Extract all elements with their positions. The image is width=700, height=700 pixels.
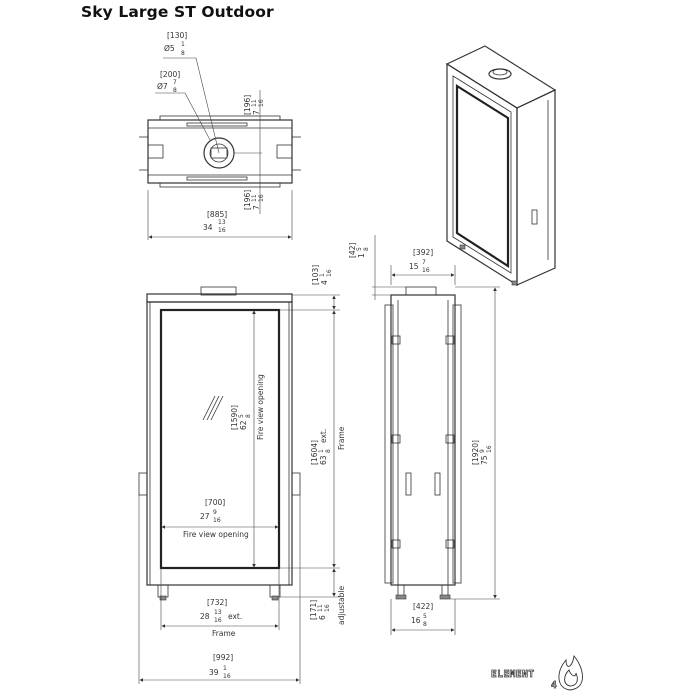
page-title: Sky Large ST Outdoor — [81, 3, 274, 21]
svg-text:[130]: [130] — [167, 31, 187, 40]
dim-depth-top: [392] 15 7 16 — [409, 248, 433, 274]
dim-fire-view-width: [700] 27 9 16 Fire view opening — [183, 498, 249, 539]
svg-text:11: 11 — [251, 194, 258, 202]
svg-text:Ø5: Ø5 — [164, 44, 175, 53]
svg-text:9: 9 — [213, 509, 217, 516]
svg-text:16: 16 — [214, 617, 222, 624]
dim-offset-bottom: [196] 7 11 16 — [243, 190, 265, 210]
dim-front-top-offset: [103] 4 1 16 — [311, 265, 333, 285]
svg-text:[1604]: [1604] — [310, 440, 319, 465]
svg-text:ext.: ext. — [319, 429, 328, 443]
dim-side-height: [1920] 75 9 16 — [471, 440, 493, 465]
svg-text:[196]: [196] — [243, 190, 252, 210]
top-view — [139, 57, 301, 240]
dim-frame-height: [1604] 63 1 8 ext. — [310, 429, 332, 465]
svg-text:[392]: [392] — [413, 248, 433, 257]
svg-text:[732]: [732] — [207, 598, 227, 607]
svg-text:5: 5 — [238, 414, 245, 418]
svg-text:7: 7 — [173, 79, 177, 86]
svg-text:11: 11 — [317, 604, 324, 612]
svg-text:16: 16 — [422, 267, 430, 274]
adjustable-label: adjustable — [337, 586, 346, 625]
svg-text:16: 16 — [218, 227, 226, 234]
svg-text:[422]: [422] — [413, 602, 433, 611]
dim-overall-width: [992] 39 1 16 — [209, 653, 233, 680]
brand-name: ELEMENT — [491, 669, 535, 680]
svg-text:[885]: [885] — [207, 210, 227, 219]
svg-text:13: 13 — [218, 219, 226, 226]
svg-text:ext.: ext. — [228, 612, 242, 621]
svg-text:4: 4 — [320, 280, 329, 285]
fire-view-opening-vertical-label: Fire view opening — [256, 374, 265, 440]
svg-text:5: 5 — [356, 247, 363, 251]
svg-text:[200]: [200] — [160, 70, 180, 79]
svg-text:27: 27 — [200, 512, 210, 521]
dim-depth-bottom: [422] 16 5 8 — [411, 602, 433, 628]
svg-text:7: 7 — [422, 259, 426, 266]
isometric-view — [445, 45, 557, 287]
svg-text:16: 16 — [258, 194, 265, 202]
dim-legs-adjustable: [171] 6 11 16 — [309, 600, 331, 620]
front-view — [138, 286, 340, 684]
svg-text:15: 15 — [409, 262, 419, 271]
svg-text:5: 5 — [423, 613, 427, 620]
flame-icon — [558, 654, 583, 691]
dim-fire-view-height: [1590] 62 5 8 — [230, 405, 252, 430]
svg-text:8: 8 — [245, 414, 252, 418]
svg-text:16: 16 — [223, 673, 231, 680]
svg-text:16: 16 — [213, 517, 221, 524]
svg-text:8: 8 — [325, 449, 332, 453]
flue-inner-circle — [209, 143, 229, 163]
side-view — [372, 235, 500, 635]
svg-text:8: 8 — [173, 87, 177, 94]
svg-text:[1590]: [1590] — [230, 405, 239, 430]
svg-text:1: 1 — [319, 273, 326, 277]
svg-text:1: 1 — [318, 449, 325, 453]
dim-side-top-offset: [42] 1 5 8 — [348, 243, 370, 258]
svg-text:11: 11 — [251, 99, 258, 107]
svg-text:[103]: [103] — [311, 265, 320, 285]
fire-view-opening-horizontal-label: Fire view opening — [183, 530, 249, 539]
dim-flue-inner: [130] Ø5 1 8 — [164, 31, 187, 57]
svg-text:39: 39 — [209, 668, 219, 677]
svg-text:1: 1 — [223, 665, 227, 672]
dim-offset-top: [196] 7 11 16 — [243, 95, 265, 115]
svg-text:Ø7: Ø7 — [157, 82, 168, 91]
frame-horizontal-label: Frame — [212, 629, 236, 638]
svg-text:75: 75 — [480, 455, 489, 465]
svg-text:16: 16 — [258, 99, 265, 107]
svg-text:63: 63 — [319, 455, 328, 465]
dim-top-width: [885] 34 13 16 — [203, 210, 227, 234]
svg-text:34: 34 — [203, 223, 213, 232]
dim-flue-outer: [200] Ø7 7 8 — [157, 70, 180, 94]
svg-text:6: 6 — [318, 615, 327, 620]
svg-text:62: 62 — [239, 420, 248, 430]
svg-text:28: 28 — [200, 612, 210, 621]
svg-text:[196]: [196] — [243, 95, 252, 115]
svg-text:[1920]: [1920] — [471, 440, 480, 465]
svg-text:[42]: [42] — [348, 243, 357, 258]
svg-text:9: 9 — [479, 449, 486, 453]
svg-text:1: 1 — [181, 41, 185, 48]
svg-text:16: 16 — [324, 604, 331, 612]
svg-text:13: 13 — [214, 609, 222, 616]
svg-text:8: 8 — [423, 621, 427, 628]
frame-vertical-label: Frame — [337, 426, 346, 450]
svg-text:8: 8 — [363, 247, 370, 251]
svg-text:16: 16 — [411, 616, 421, 625]
brand-suffix: 4 — [551, 680, 557, 691]
element4-logo: ELEMENT 4 — [491, 654, 583, 691]
svg-text:7: 7 — [252, 205, 261, 210]
svg-text:[700]: [700] — [205, 498, 225, 507]
svg-text:7: 7 — [252, 110, 261, 115]
svg-text:16: 16 — [486, 445, 493, 453]
svg-text:1: 1 — [357, 253, 366, 258]
dim-frame-width: [732] 28 13 16 ext. Frame — [200, 598, 242, 638]
svg-text:8: 8 — [181, 50, 185, 57]
svg-text:[992]: [992] — [213, 653, 233, 662]
svg-text:[171]: [171] — [309, 600, 318, 620]
svg-text:16: 16 — [326, 269, 333, 277]
